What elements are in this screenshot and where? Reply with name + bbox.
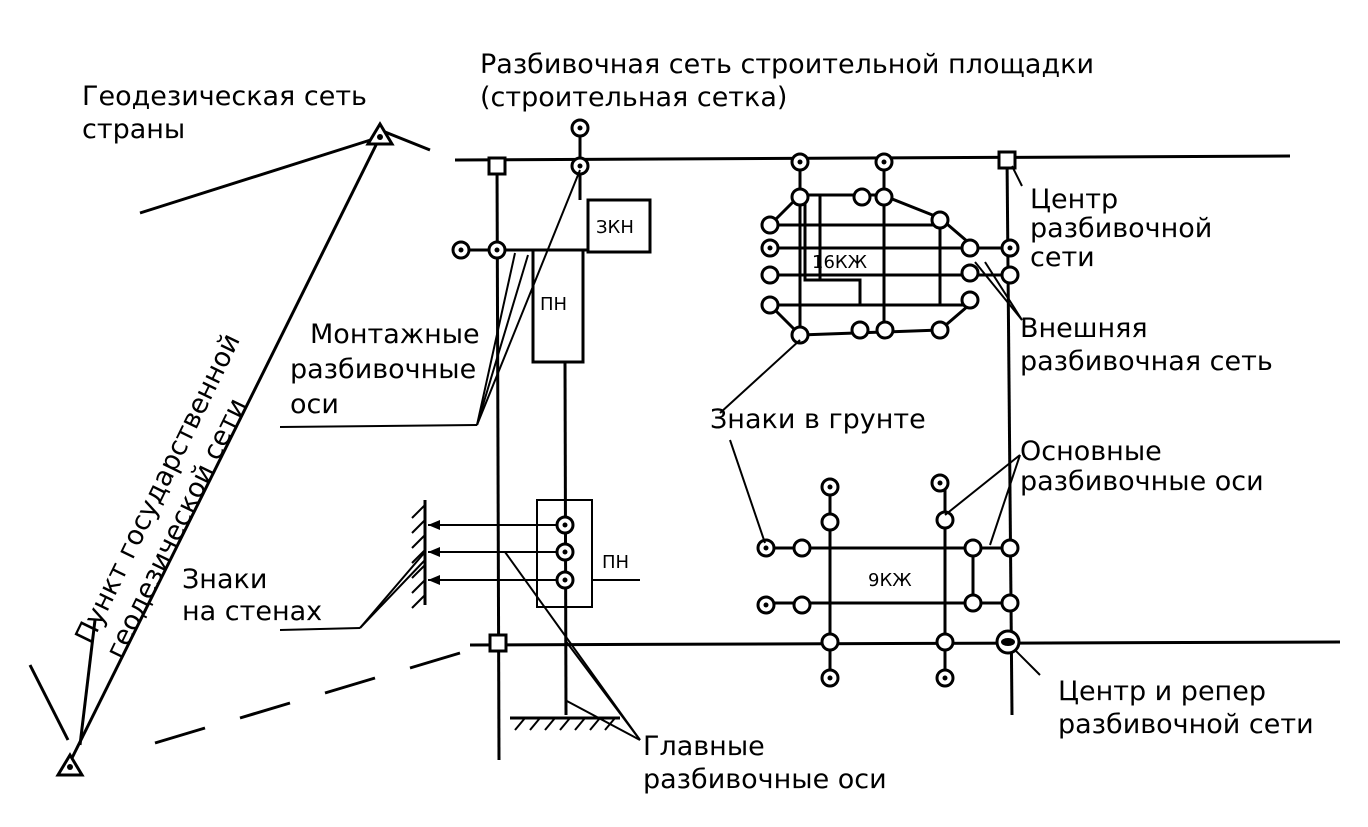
center-benchmark-icon: [995, 629, 1021, 655]
leader-lines: [279, 165, 1041, 741]
label-mounting-axes: Монтажные разбивочные оси: [290, 319, 488, 420]
building-pn-bottom-label: ПН: [602, 552, 629, 573]
building-pn-bottom-outline: [536, 499, 593, 608]
building-zkn-outline: [586, 198, 652, 254]
state-geodetic-point-icon: [365, 121, 395, 146]
grid-corner-top-right-icon: [997, 150, 1017, 170]
ground-base-hatch: [510, 716, 620, 731]
label-wall-marks: Знаки на стенах: [182, 564, 322, 627]
ground-mark-dots: [458, 125, 1013, 681]
grid-corner-top-left-icon: [487, 156, 507, 176]
construction-grid: [454, 130, 1341, 761]
label-grid-center: Центр разбивочной сети: [1030, 184, 1221, 273]
building-9kzh-label: 9КЖ: [868, 570, 912, 591]
building-pn-top-outline: [531, 248, 585, 364]
grid-corner-bottom-left-icon: [488, 633, 508, 653]
label-ground-marks: Знаки в грунте: [710, 404, 926, 435]
label-center-benchmark: Центр и репер разбивочной сети: [1058, 676, 1314, 740]
building-16kzh-label: 16КЖ: [812, 252, 868, 273]
building-pn-top-label: ПН: [540, 294, 567, 315]
wall-marks: [411, 500, 557, 609]
geodetic-network-lines: [28, 130, 461, 759]
label-site-grid: Разбивочная сеть строительной площадки (…: [480, 49, 1103, 113]
building-zkn-label: ЗКН: [596, 217, 634, 238]
label-external-grid: Внешняя разбивочная сеть: [1020, 313, 1273, 377]
label-principal-axes: Главные разбивочные оси: [643, 731, 887, 795]
label-main-axes: Основные разбивочные оси: [1020, 436, 1264, 497]
state-geodetic-point-bottom-icon: [55, 752, 85, 777]
label-geodetic-network: Геодезическая сеть страны: [82, 81, 376, 145]
